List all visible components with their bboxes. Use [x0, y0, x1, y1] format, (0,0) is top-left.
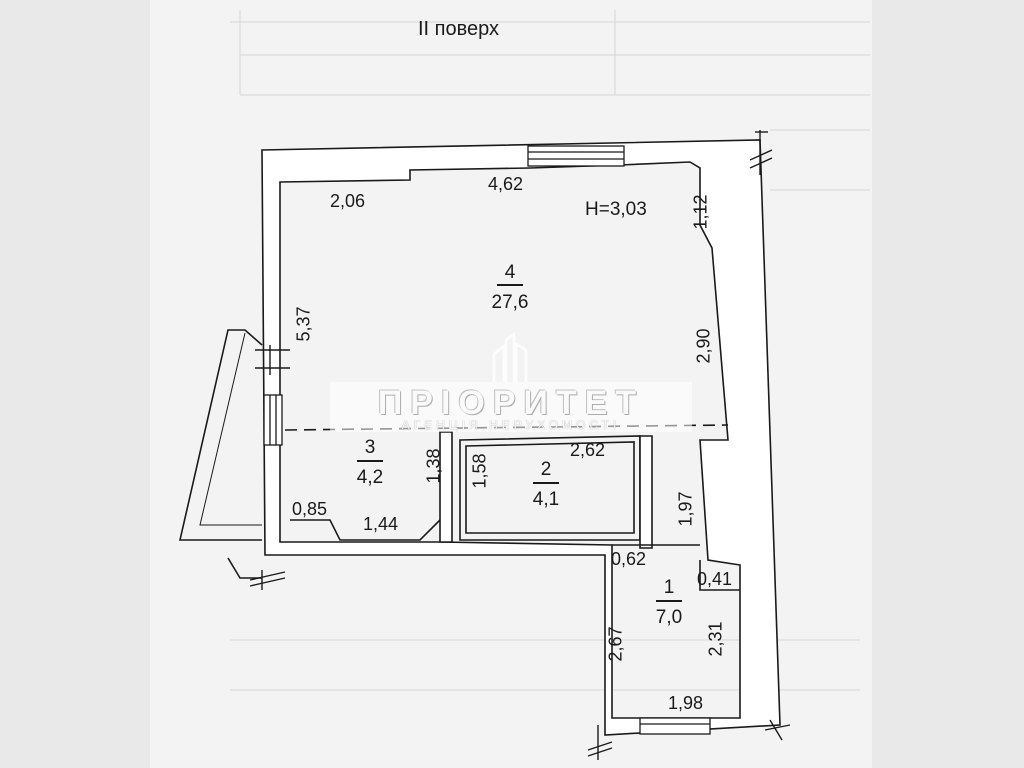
room-2-number: 2 — [540, 459, 552, 480]
background-table-lines — [230, 10, 870, 691]
room-3-divider — [357, 460, 383, 462]
dim-left-wall: 5,37 — [293, 306, 314, 342]
room-4-number: 4 — [504, 262, 516, 283]
window-top — [527, 145, 625, 167]
watermark-name: ПРІОРИТЕТ — [377, 384, 645, 422]
dim-top-middle: 4,62 — [488, 174, 524, 194]
watermark-tagline: АГЕНЦІЯ НЕРУХОМОСТІ — [401, 418, 621, 432]
dim-room3-bottom: 1,44 — [363, 514, 399, 534]
dim-room2-width: 2,62 — [570, 440, 606, 460]
room-1-number: 1 — [663, 577, 675, 598]
dim-room2-height: 1,58 — [469, 453, 490, 489]
paper-right-margin — [872, 0, 1024, 768]
dim-right-top: 1,12 — [690, 194, 711, 230]
dim-room3-height: 1,38 — [423, 448, 444, 484]
dim-room1-right: 2,31 — [705, 621, 726, 657]
break-marks — [249, 130, 791, 760]
dim-top-left: 2,06 — [330, 191, 366, 211]
dim-right-middle: 2,90 — [693, 328, 714, 364]
ceiling-height-label: H=3,03 — [585, 199, 647, 220]
dim-room3-left: 0,85 — [292, 499, 328, 519]
floor-title: II поверх — [418, 18, 500, 40]
room-1-divider — [656, 600, 682, 602]
exterior-extension — [178, 329, 263, 579]
agency-watermark: ПРІОРИТЕТ АГЕНЦІЯ НЕРУХОМОСТІ — [330, 332, 692, 432]
dim-room1-bottom: 1,98 — [668, 693, 704, 713]
room-2-area: 4,1 — [532, 489, 560, 510]
room-4-area: 27,6 — [491, 292, 529, 313]
window-left — [263, 394, 283, 446]
dim-room1-left: 2,67 — [605, 626, 626, 662]
partitions — [290, 431, 740, 591]
watermark-logo-icon — [492, 332, 528, 382]
room-3-number: 3 — [364, 437, 376, 458]
dim-room1-step: 0,41 — [697, 569, 733, 589]
dim-room1-top: 0,62 — [611, 549, 647, 569]
room-2-divider — [533, 482, 559, 484]
room-3-area: 4,2 — [356, 467, 384, 488]
room-1-area: 7,0 — [655, 607, 683, 628]
dim-corridor-right: 1,97 — [675, 491, 696, 527]
room-4-divider — [497, 284, 523, 286]
paper-left-margin — [0, 0, 150, 768]
window-bottom — [639, 717, 711, 735]
